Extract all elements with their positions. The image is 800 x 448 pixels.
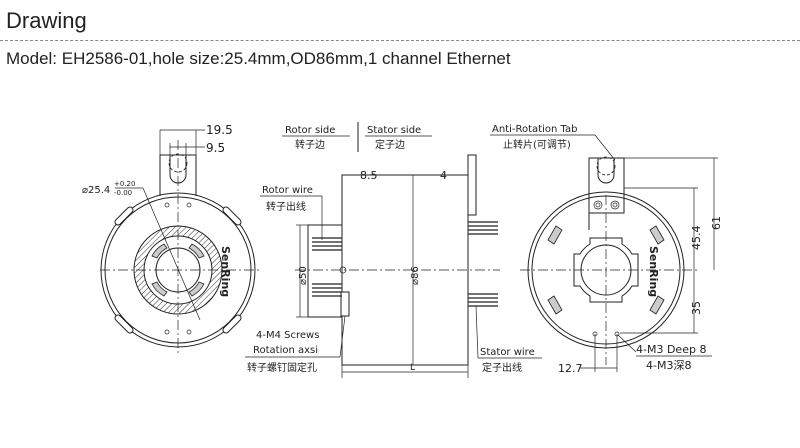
rotor-flange bbox=[307, 224, 343, 318]
dim-61: 61 bbox=[710, 216, 723, 230]
holes-label: 4-M3 Deep 8 bbox=[636, 343, 706, 356]
stator-tab bbox=[467, 154, 477, 216]
dim-tab-outer: 19.5 bbox=[206, 123, 233, 137]
stator-side-label: Stator side bbox=[367, 125, 421, 136]
anti-rotation-cn: 止转片(可调节) bbox=[503, 138, 571, 151]
front-view: 19.5 9.5 ⌀25.4 +0.20 -0.00 SenRing bbox=[82, 123, 262, 355]
tolerance-upper: +0.20 bbox=[114, 180, 135, 188]
dim-12-7: 12.7 bbox=[558, 362, 583, 375]
holes-cn: 4-M3深8 bbox=[646, 359, 691, 372]
page-title: Drawing bbox=[6, 8, 87, 33]
stator-wire-label: Stator wire bbox=[480, 347, 535, 358]
dim-d50: ⌀50 bbox=[298, 266, 309, 285]
tolerance-lower: -0.00 bbox=[114, 189, 132, 197]
side-view: Rotor side 转子边 Stator side 定子边 ⌀50 ⌀86 8… bbox=[245, 122, 542, 378]
screw bbox=[340, 291, 350, 317]
dim-flange: 8.5 bbox=[360, 169, 378, 182]
dim-length: L bbox=[410, 363, 415, 373]
dim-tab: 4 bbox=[440, 169, 447, 182]
rear-view: Anti-Rotation Tab 止转片(可调节) SenRing 61 45… bbox=[490, 124, 723, 375]
dim-35: 35 bbox=[690, 301, 703, 315]
stator-side-cn: 定子边 bbox=[375, 138, 405, 151]
rotor-wire-label: Rotor wire bbox=[262, 185, 313, 196]
dim-d86: ⌀86 bbox=[410, 266, 421, 285]
anti-rotation-label: Anti-Rotation Tab bbox=[492, 124, 577, 135]
anti-rotation-tab bbox=[588, 157, 625, 230]
slots bbox=[114, 206, 242, 334]
brand-logo: SenRing bbox=[219, 246, 232, 297]
divider bbox=[0, 40, 800, 41]
rotor-side-cn: 转子边 bbox=[295, 138, 325, 151]
brand-logo-rear: SenRing bbox=[647, 246, 660, 297]
rotation-axis-label: Rotation axsi bbox=[253, 345, 318, 356]
rotor-side-label: Rotor side bbox=[285, 125, 335, 136]
screws-cn: 转子螺钉固定孔 bbox=[247, 361, 317, 374]
dim-45: 45.4 bbox=[690, 226, 703, 251]
stator-wire-cn: 定子出线 bbox=[482, 361, 522, 374]
dim-tab-inner: 9.5 bbox=[206, 141, 225, 155]
dim-hole: ⌀25.4 bbox=[82, 185, 110, 196]
rotor-wire-cn: 转子出线 bbox=[266, 200, 306, 213]
model-description: Model: EH2586-01,hole size:25.4mm,OD86mm… bbox=[6, 49, 511, 68]
screws-label: 4-M4 Screws bbox=[256, 330, 319, 341]
